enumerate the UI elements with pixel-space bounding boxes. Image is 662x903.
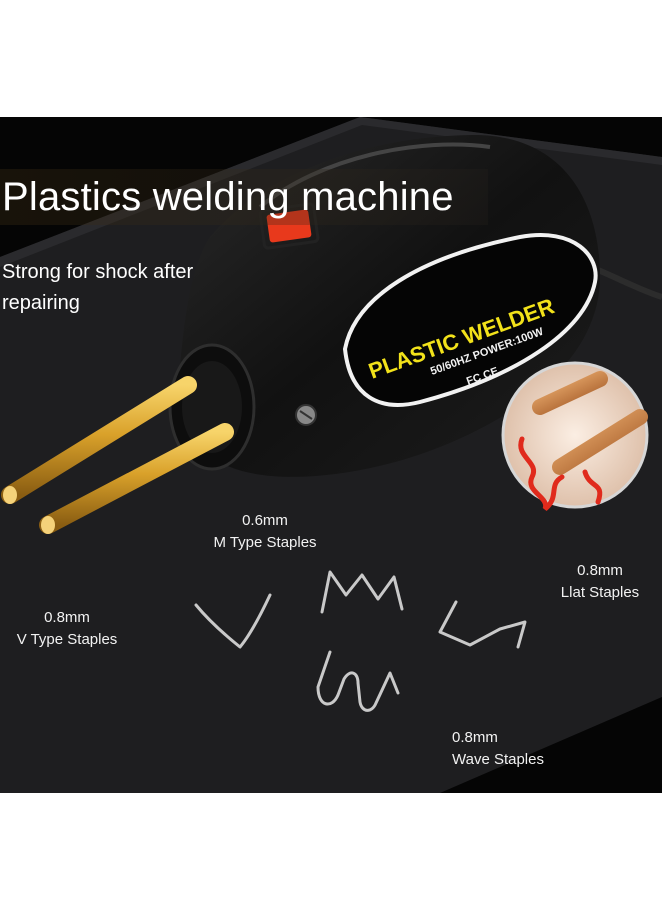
- staple-size: 0.6mm: [242, 512, 288, 529]
- staple-name: V Type Staples: [16, 631, 118, 648]
- m-type-staples-label: 0.6mm M Type Staples: [190, 510, 340, 554]
- llat-staples-label: 0.8mm Llat Staples: [542, 560, 658, 604]
- heating-inset: [501, 361, 649, 511]
- staple-name: M Type Staples: [213, 534, 317, 551]
- power-switch: [266, 209, 312, 243]
- staple-size: 0.8mm: [452, 729, 498, 746]
- staple-size: 0.8mm: [44, 609, 90, 626]
- v-type-staple: [194, 593, 272, 649]
- wave-staples-label: 0.8mm Wave Staples: [452, 727, 572, 771]
- welder-top-highlight: [258, 142, 491, 209]
- wave-staple: [316, 650, 400, 712]
- welder-scene: PLASTIC WELDER 50/60HZ POWER:100W FC CE: [0, 117, 662, 793]
- v-type-staples-label: 0.8mm V Type Staples: [2, 607, 132, 651]
- product-photo: PLASTIC WELDER 50/60HZ POWER:100W FC CE: [0, 117, 662, 793]
- page-title: Plastics welding machine: [2, 175, 454, 219]
- title-band: [0, 169, 488, 225]
- llat-staple: [438, 600, 527, 649]
- welding-tips: [1, 376, 234, 534]
- staple-name: Wave Staples: [452, 751, 544, 768]
- m-type-staple: [320, 570, 404, 614]
- label-plate: [342, 233, 598, 407]
- subtitle: Strong for shock after repairing: [2, 261, 194, 314]
- staple-size: 0.8mm: [577, 562, 623, 579]
- staple-name: Llat Staples: [560, 584, 640, 601]
